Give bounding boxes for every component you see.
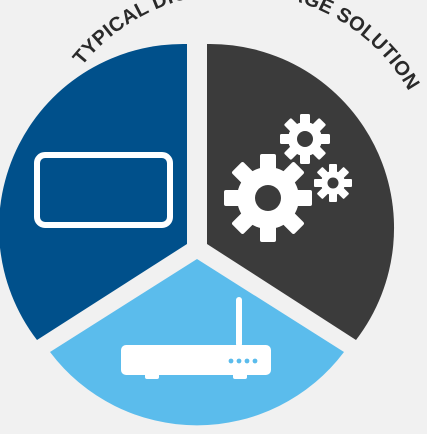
display-screen-icon	[34, 152, 173, 228]
gears-icon	[224, 114, 352, 242]
display-segment	[0, 43, 187, 340]
player-segment	[50, 259, 344, 426]
media-player-router-icon	[121, 297, 271, 379]
